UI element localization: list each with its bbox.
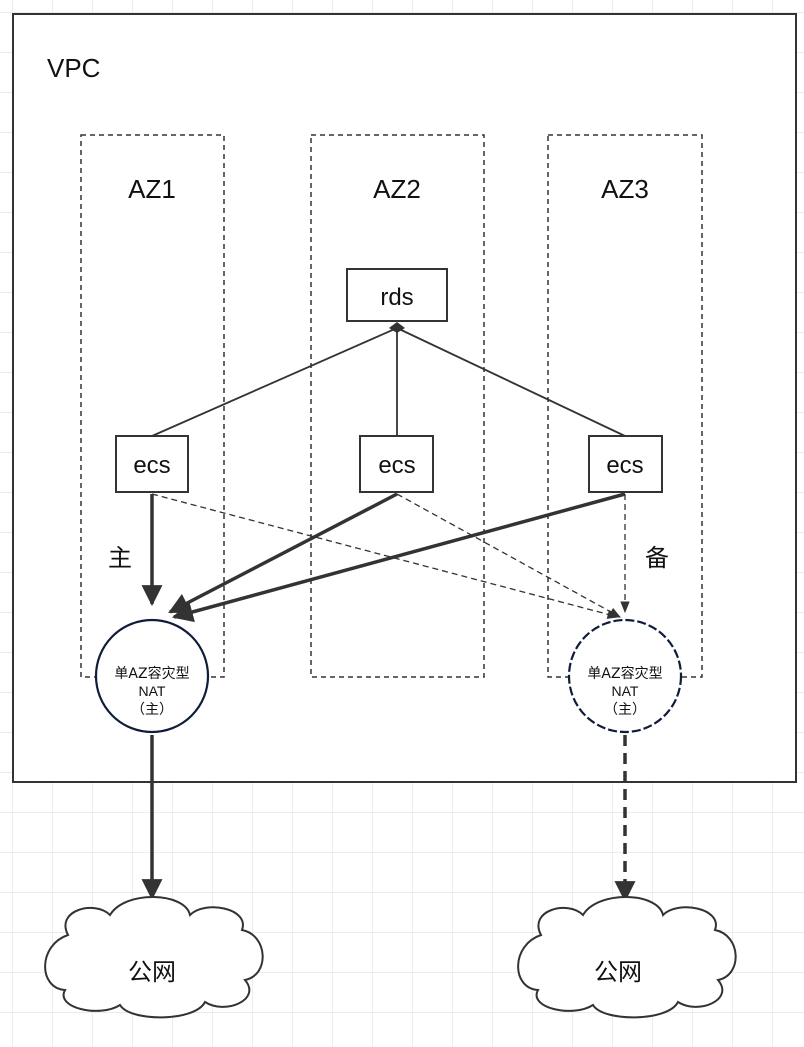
zone-az3: AZ3 (547, 134, 703, 678)
zone-label: AZ2 (373, 174, 421, 204)
standby-link-ecs-az1 (151, 493, 620, 619)
nat-role: （主） (604, 702, 646, 718)
nat-type: NAT (139, 683, 166, 699)
internet-cloud-right: 公网 (517, 896, 737, 1019)
internet-cloud-left: 公网 (44, 896, 264, 1019)
internet-label: 公网 (128, 958, 176, 986)
rds-connector-mark (389, 322, 405, 333)
nat-role: （主） (131, 702, 173, 718)
primary-link-ecs-az3 (171, 492, 626, 623)
rds-label: rds (380, 284, 413, 311)
ecs-label: ecs (378, 452, 415, 479)
nat-type: NAT (612, 683, 639, 699)
nat-primary[interactable]: 单AZ容灾型 NAT （主） (94, 618, 210, 734)
link-rds-ecs-az1 (151, 327, 398, 437)
zone-az2: AZ2 (310, 134, 485, 678)
zone-label: AZ3 (601, 174, 649, 204)
link-rds-ecs-az3 (396, 327, 626, 437)
ecs-label: ecs (133, 452, 170, 479)
zone-label: AZ1 (128, 174, 176, 204)
ecs-node-az1[interactable]: ecs (115, 435, 189, 493)
nat-backup[interactable]: 单AZ容灾型 NAT （主） (567, 618, 683, 734)
standby-link-ecs-az2 (396, 493, 622, 618)
internet-label: 公网 (594, 958, 642, 986)
rds-links (151, 327, 626, 437)
nat-title: 单AZ容灾型 (587, 665, 662, 682)
vpc-label: VPC (47, 53, 100, 83)
nat-title: 单AZ容灾型 (114, 665, 189, 682)
ecs-node-az2[interactable]: ecs (359, 435, 434, 493)
backup-path-label: 备 (645, 544, 669, 572)
primary-links (141, 492, 626, 623)
ecs-label: ecs (606, 452, 643, 479)
primary-link-ecs-az2 (168, 492, 398, 614)
primary-path-label: 主 (108, 544, 132, 572)
rds-node[interactable]: rds (346, 268, 448, 322)
standby-links (151, 493, 630, 619)
ecs-node-az3[interactable]: ecs (588, 435, 663, 493)
